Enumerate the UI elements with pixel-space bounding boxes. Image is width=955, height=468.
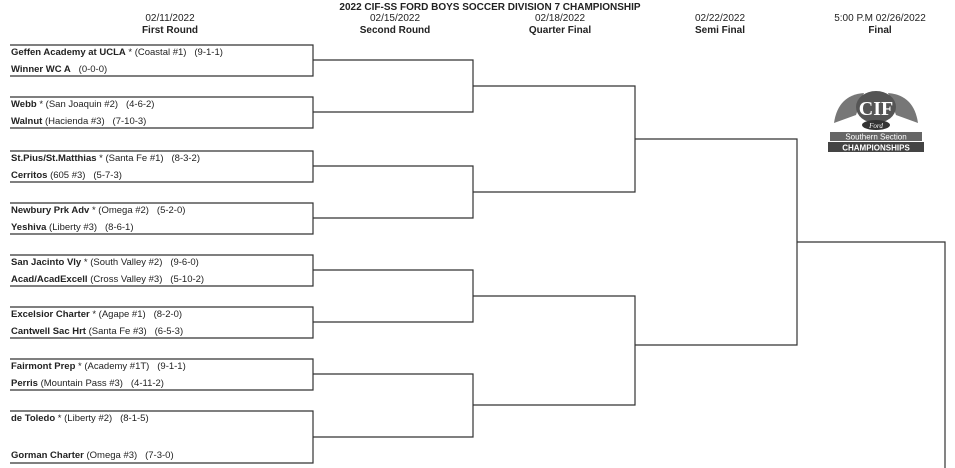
round-header-final: 5:00 P.M 02/26/2022 Final	[815, 13, 945, 37]
round-header-second: 02/15/2022 Second Round	[345, 13, 445, 37]
cif-ford-logo: CIF Ford Southern Section CHAMPIONSHIPS	[826, 85, 926, 157]
round-date: 02/18/2022	[534, 13, 586, 24]
round-label: Final	[868, 25, 892, 36]
team-entry: Cantwell Sac Hrt (Santa Fe #3) (6-5-3)	[11, 326, 184, 337]
svg-text:Ford: Ford	[868, 122, 883, 130]
round-label: First Round	[141, 25, 199, 36]
round-date: 5:00 P.M 02/26/2022	[834, 13, 926, 24]
round-label: Quarter Final	[528, 25, 592, 36]
team-entry: Excelsior Charter * (Agape #1) (8-2-0)	[11, 309, 183, 320]
round-header-semi: 02/22/2022 Semi Final	[670, 13, 770, 37]
team-entry: Acad/AcadExcell (Cross Valley #3) (5-10-…	[11, 274, 205, 285]
team-entry: Cerritos (605 #3) (5-7-3)	[11, 170, 122, 181]
team-entry: Webb * (San Joaquin #2) (4-6-2)	[11, 99, 155, 110]
team-entry: Geffen Academy at UCLA * (Coastal #1) (9…	[11, 47, 223, 58]
team-entry: Newbury Prk Adv * (Omega #2) (5-2-0)	[11, 205, 186, 216]
round-date: 02/15/2022	[369, 13, 421, 24]
round-header-quarter: 02/18/2022 Quarter Final	[510, 13, 610, 37]
team-entry: Winner WC A (0-0-0)	[11, 64, 108, 75]
team-entry: Perris (Mountain Pass #3) (4-11-2)	[11, 378, 164, 389]
team-entry: de Toledo * (Liberty #2) (8-1-5)	[11, 413, 149, 424]
round-date: 02/22/2022	[694, 13, 746, 24]
round-label: Second Round	[359, 25, 431, 36]
team-entry: Fairmont Prep * (Academy #1T) (9-1-1)	[11, 361, 186, 372]
round-header-first: 02/11/2022 First Round	[120, 13, 220, 37]
svg-text:Southern Section: Southern Section	[845, 133, 906, 142]
svg-text:CIF: CIF	[859, 98, 893, 120]
bracket-title: 2022 CIF-SS FORD BOYS SOCCER DIVISION 7 …	[339, 2, 641, 13]
round-label: Semi Final	[694, 25, 745, 36]
team-entry: San Jacinto Vly * (South Valley #2) (9-6…	[11, 257, 199, 268]
team-entry: Yeshiva (Liberty #3) (8-6-1)	[11, 222, 134, 233]
team-entry: Gorman Charter (Omega #3) (7-3-0)	[11, 450, 174, 461]
team-entry: Walnut (Hacienda #3) (7-10-3)	[11, 116, 147, 127]
round-date: 02/11/2022	[145, 13, 195, 24]
team-entry: St.Pius/St.Matthias * (Santa Fe #1) (8-3…	[11, 153, 201, 164]
svg-text:CHAMPIONSHIPS: CHAMPIONSHIPS	[842, 144, 910, 153]
